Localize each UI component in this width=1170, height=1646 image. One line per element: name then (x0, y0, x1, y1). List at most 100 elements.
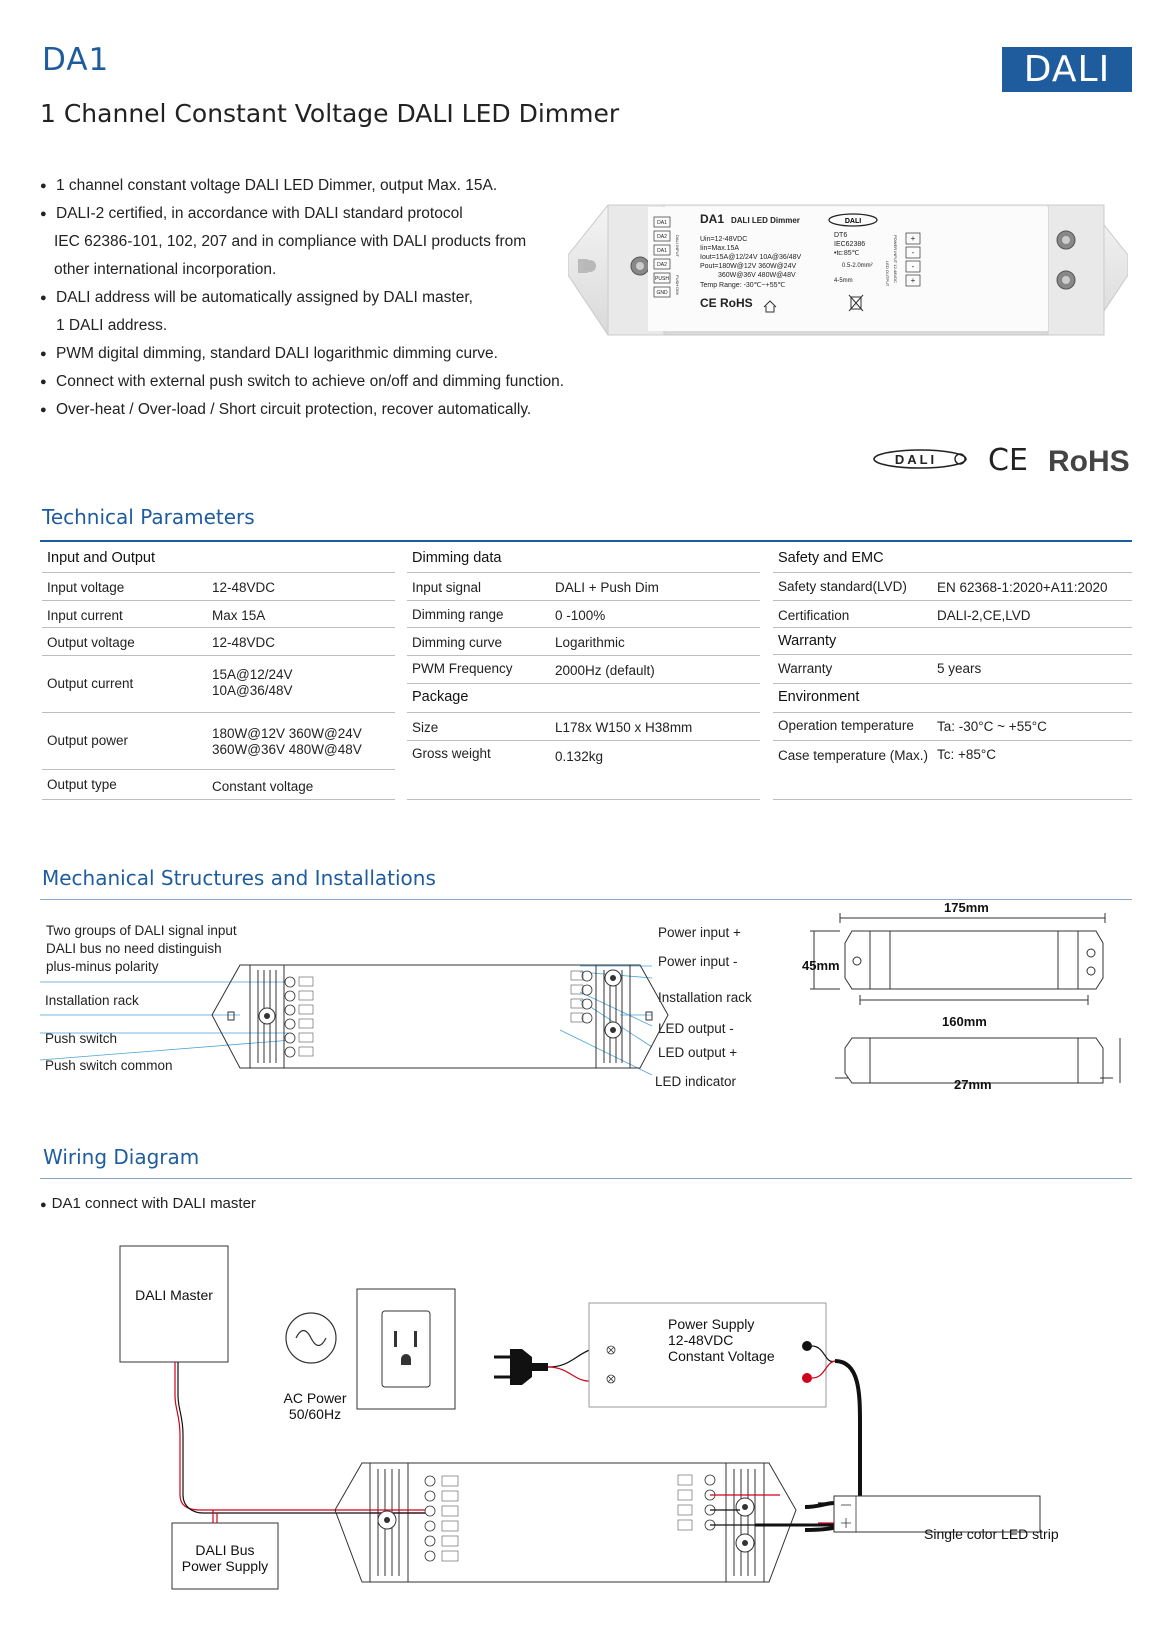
weee-icon (848, 294, 864, 312)
wiring-bullet: ●DA1 connect with DALI master (40, 1195, 256, 1212)
feature-item: Connect with external push switch to ach… (40, 368, 600, 396)
page-subtitle: 1 Channel Constant Voltage DALI LED Dimm… (40, 99, 620, 128)
label-side-text: PUSH DIM (675, 275, 680, 295)
param-value: Tc: +85°C (937, 747, 997, 762)
terminal-label: GND (656, 290, 668, 296)
callout-label: DALI bus no need distinguish (46, 941, 222, 956)
mechanical-top-view (40, 964, 669, 1076)
param-value: 15A@12/24V (212, 667, 293, 682)
tech-column-safety: Safety and EMC Safety standard(LVD)EN 62… (773, 543, 1132, 803)
table-row: Output voltage 12-48VDC (42, 627, 395, 656)
param-value: Constant voltage (212, 779, 314, 794)
ac-power-icon (285, 1312, 337, 1364)
param-name: Input signal (412, 580, 482, 595)
label-spec: 360W@36V 480W@48V (718, 272, 796, 279)
heading-text: Input and Output (47, 550, 156, 566)
terminal-label: - (912, 262, 915, 271)
plug-icon (494, 1349, 548, 1385)
feature-list: 1 channel constant voltage DALI LED Dimm… (40, 172, 600, 424)
param-name: Output voltage (47, 635, 135, 650)
callout-label: Two groups of DALI signal input (46, 923, 237, 938)
tech-column-dimming: Dimming data Input signal DALI + Push Dim… (407, 543, 760, 803)
table-row: Case temperature (Max.) Tc: +85°C (773, 740, 1132, 800)
section-title-wiring: Wiring Diagram (43, 1145, 200, 1169)
param-name: Output type (47, 777, 117, 792)
ac-power-label: AC Power 50/60Hz (270, 1390, 360, 1422)
dali-bus-line: DALI Bus (195, 1542, 255, 1558)
callout-label: Installation rack (45, 993, 139, 1008)
dali-bus-line: Power Supply (181, 1558, 269, 1574)
dali-bus-supply-label: DALI Bus Power Supply (172, 1542, 278, 1574)
terminal-label: + (911, 234, 916, 243)
param-name: Input voltage (47, 580, 125, 595)
label-spec: Iin=Max.15A (700, 245, 739, 252)
led-strip-box (833, 1495, 1041, 1533)
param-value: 10A@36/48V (212, 683, 293, 698)
home-icon (763, 300, 777, 313)
table-row: Safety standard(LVD) EN 62368-1:2020+A11:… (773, 572, 1132, 601)
section-title-mech: Mechanical Structures and Installations (42, 866, 436, 890)
dali-master-box (119, 1245, 229, 1363)
power-supply-label: Power Supply 12-48VDC Constant Voltage (668, 1316, 775, 1364)
dimension-drawing (810, 913, 1121, 1084)
power-supply-line: 12-48VDC (668, 1332, 734, 1348)
label-side-text: POWER INPUT 12-48VDC (893, 235, 898, 283)
terminal-label: PUSH (655, 276, 669, 282)
callout-label: LED indicator (655, 1074, 737, 1089)
label-spec: Temp Range: -30℃~+55℃ (700, 282, 786, 289)
dim-length: 175mm (944, 900, 989, 915)
section-rule (40, 540, 1132, 542)
dim-width: 45mm (802, 958, 840, 973)
param-value: 12-48VDC (212, 580, 276, 595)
callout-label: Push switch (45, 1031, 118, 1046)
terminal-label: - (912, 248, 915, 257)
label-wire-spec: 0.5-2.0mm² (842, 263, 873, 269)
wall-outlet-icon (356, 1288, 456, 1410)
feature-item-continued: 1 DALI address. (40, 312, 600, 340)
param-value: 2000Hz (default) (555, 663, 655, 678)
param-name: Dimming curve (412, 635, 503, 650)
callout-label: LED output - (658, 1021, 734, 1036)
param-value: EN 62368-1:2020+A11:2020 (937, 580, 1108, 595)
svg-text:DALI: DALI (895, 452, 937, 467)
table-heading: Environment (773, 683, 1132, 713)
power-supply-line: Power Supply (668, 1316, 755, 1332)
param-value: 12-48VDC (212, 635, 276, 650)
param-name: Safety standard(LVD) (778, 579, 907, 594)
table-heading: Warranty (773, 627, 1132, 655)
terminal-label: DA1 (657, 220, 667, 226)
power-supply-box (588, 1302, 827, 1408)
callout-lines (40, 965, 653, 1076)
dali-master-label: DALI Master (135, 1287, 213, 1303)
protocol-badge: DALI (1002, 47, 1132, 92)
table-row: PWM Frequency 2000Hz (default) (407, 655, 760, 684)
param-name: Output power (47, 733, 129, 748)
param-value: DALI-2,CE,LVD (937, 608, 1031, 623)
rohs-logo: RoHS (1048, 445, 1130, 478)
label-side-text: DALI INPUT (675, 235, 680, 258)
label-spec: Iout=15A@12/24V 10A@36/48V (700, 254, 802, 261)
feature-text: 1 DALI address. (56, 317, 168, 334)
feature-item: PWM digital dimming, standard DALI logar… (40, 340, 600, 368)
table-heading: Dimming data (407, 543, 760, 573)
callout-label: Power input - (658, 954, 738, 969)
param-name: PWM Frequency (412, 661, 513, 676)
section-rule (40, 899, 1132, 900)
feature-item: Over-heat / Over-load / Short circuit pr… (40, 396, 600, 424)
tech-column-io: Input and Output Input voltage 12-48VDC I… (42, 543, 395, 803)
param-name: Case temperature (Max.) (778, 748, 929, 763)
terminal-label: DA2 (657, 234, 667, 240)
param-value: Max 15A (212, 608, 266, 623)
feature-text: other international incorporation. (54, 261, 277, 278)
param-name: Operation temperature (778, 718, 914, 733)
param-value: DALI + Push Dim (555, 580, 659, 595)
callout-label: LED output + (658, 1045, 738, 1060)
